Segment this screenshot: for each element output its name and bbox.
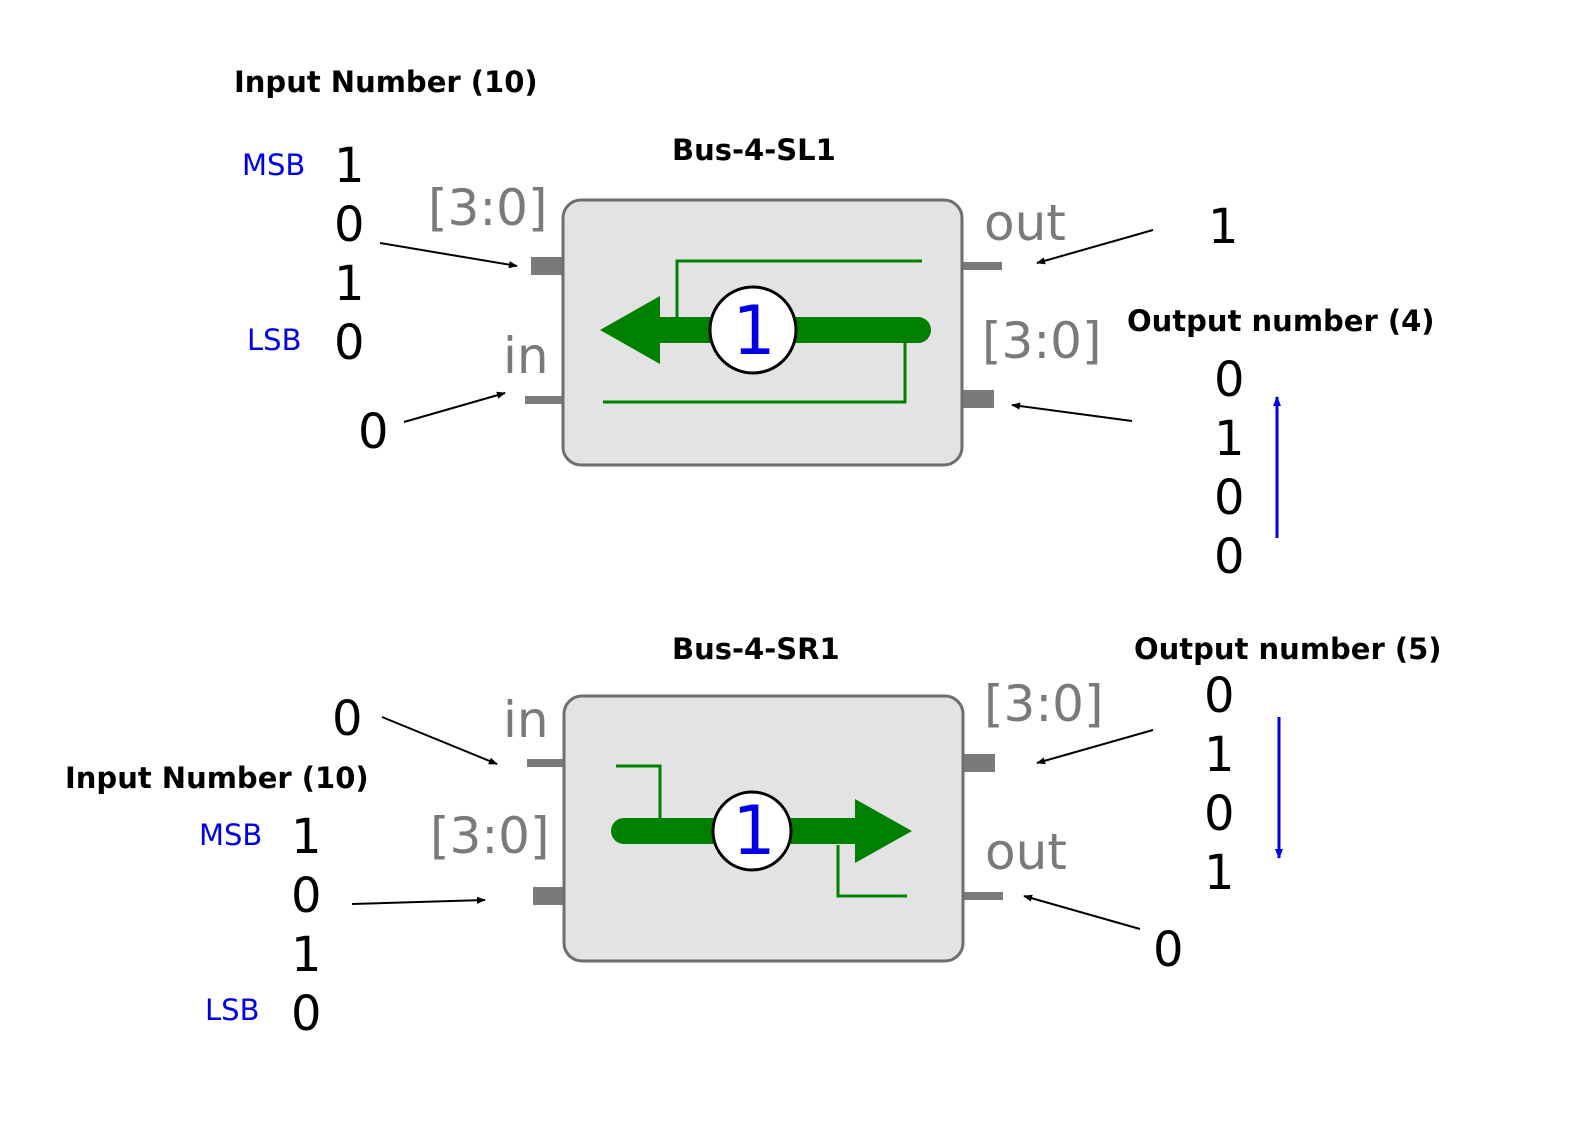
sr1-out-wire [836,845,907,898]
sr1-lsb-label: LSB [205,993,259,1027]
sl1-input-bit-0: 0 [334,315,365,371]
sl1-shift-amount-circle [708,285,798,375]
sl1-output-bit-2: 1 [1214,411,1245,467]
sl1-section: Input Number (10) MSB LSB 1 0 1 0 0 Bus-… [234,65,1435,585]
sl1-shift-amount: 1 [732,292,775,371]
sr1-msb-label: MSB [199,818,262,852]
sl1-input-bit-3: 1 [334,138,365,194]
sl1-output-bit-0: 0 [1214,529,1245,585]
sl1-output-title: Output number (4) [1127,304,1435,338]
sl1-output-bit-1: 0 [1214,470,1245,526]
sr1-in-pin [527,759,565,767]
sr1-output-title: Output number (5) [1134,632,1442,666]
sl1-bus-output-arrow [1011,402,1133,422]
sl1-out-bit: 1 [1208,199,1239,255]
sl1-in-wire [603,336,907,404]
sl1-shift-arrow-head [600,296,660,364]
sr1-shift-arrow-head [855,799,912,863]
sr1-in-wire [616,764,662,820]
sr1-input-bit-2: 0 [291,868,322,924]
sl1-in-bit: 0 [358,404,389,460]
sr1-bus-output-arrow [1036,729,1154,765]
sr1-in-bit: 0 [332,691,363,747]
sr1-input-title: Input Number (10) [65,761,369,795]
sr1-port-bus-in-label: [3:0] [430,807,549,865]
sl1-input-title: Input Number (10) [234,65,538,99]
sr1-input-bit-0: 0 [291,986,322,1042]
sl1-bus-in-pin [531,257,564,275]
sl1-port-bus-in-label: [3:0] [428,179,547,237]
sl1-in-pin [525,396,564,404]
sr1-output-bit-0: 1 [1204,845,1235,901]
sl1-bus-input-arrow [379,242,518,269]
sl1-port-in-label: in [503,327,549,385]
sl1-out-arrow [1036,229,1154,265]
sr1-port-in-label: in [503,691,549,749]
sr1-output-bit-2: 1 [1204,727,1235,783]
sl1-port-out-label: out [984,194,1066,252]
sr1-bus-out-pin [963,754,995,772]
sr1-out-arrow [1023,894,1141,930]
sl1-port-bus-out-label: [3:0] [982,312,1101,370]
sr1-out-bit: 0 [1153,922,1184,978]
sr1-input-bit-1: 1 [291,927,322,983]
sr1-bus-in-pin [533,887,565,905]
sr1-out-pin [963,892,1003,900]
sr1-in-arrow [381,716,498,765]
sr1-port-bus-out-label: [3:0] [984,675,1103,733]
sl1-input-bit-1: 1 [334,256,365,312]
sl1-in-arrow [403,391,506,423]
sr1-component-label: Bus-4-SR1 [672,632,840,666]
sr1-section: Bus-4-SR1 0 Input Number (10) MSB LSB 1 … [65,632,1442,1042]
sr1-port-out-label: out [985,823,1067,881]
sr1-bus-input-arrow [351,896,486,905]
sl1-out-pin [962,262,1002,270]
sl1-msb-label: MSB [242,148,305,182]
sl1-lsb-label: LSB [247,323,301,357]
sl1-out-wire [675,259,922,320]
sl1-bus-out-pin [962,390,994,408]
sl1-output-bit-3: 0 [1214,352,1245,408]
sl1-component-label: Bus-4-SL1 [672,133,836,167]
sr1-shift-amount: 1 [732,792,775,871]
sr1-shift-amount-circle [711,790,793,872]
sr1-output-bit-1: 0 [1204,786,1235,842]
sr1-output-bit-3: 0 [1204,668,1235,724]
sl1-input-bit-2: 0 [334,197,365,253]
sr1-input-bit-3: 1 [291,809,322,865]
